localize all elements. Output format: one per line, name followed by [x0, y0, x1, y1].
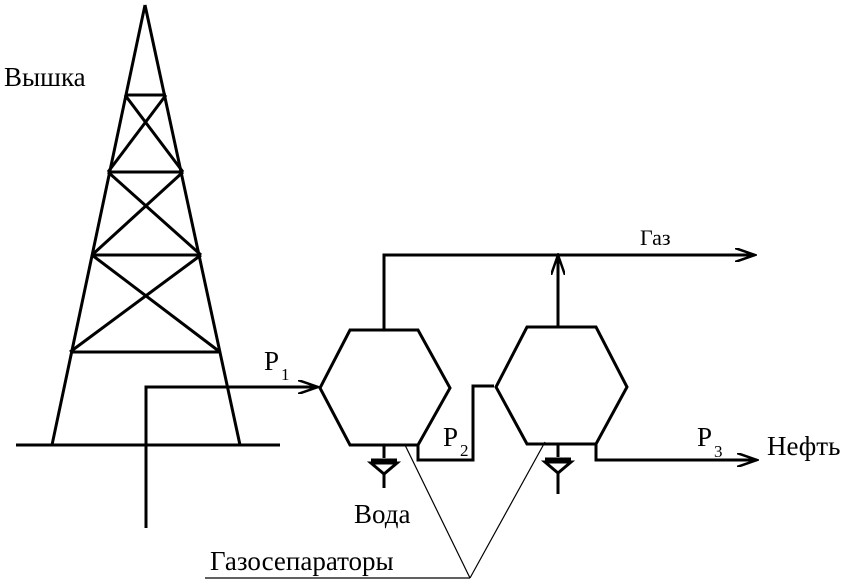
svg-text:2: 2 [460, 441, 469, 460]
water-drain-valve-1 [366, 445, 402, 488]
svg-text:P: P [697, 422, 712, 452]
water-drain-valve-2 [540, 444, 576, 494]
oil-outlet-arrow [594, 444, 757, 460]
svg-text:3: 3 [714, 442, 723, 461]
gas-outlet-arrow [382, 255, 755, 330]
gas-label: Газ [640, 225, 671, 250]
derrick-tower [16, 4, 280, 447]
pressure-label-p3: P 3 [697, 422, 723, 461]
gas-separator-2 [494, 325, 629, 446]
inlet-pipe-arrow [144, 387, 318, 528]
pressure-label-p2: P 2 [443, 422, 469, 460]
oil-label: Нефть [767, 431, 840, 461]
svg-text:1: 1 [281, 365, 290, 384]
interstage-pipe [416, 384, 494, 462]
tower-left-leg [50, 4, 147, 446]
tower-right-leg [143, 4, 242, 446]
svg-text:P: P [264, 346, 279, 376]
svg-text:P: P [443, 422, 458, 452]
separator-leader-1 [404, 444, 471, 579]
water-label: Вода [354, 499, 410, 529]
tower-label: Вышка [4, 62, 86, 92]
gas-separator-1 [318, 328, 452, 447]
pressure-label-p1: P 1 [264, 346, 290, 384]
separator-leader-2 [469, 441, 546, 579]
separators-label: Газосепараторы [210, 546, 394, 576]
